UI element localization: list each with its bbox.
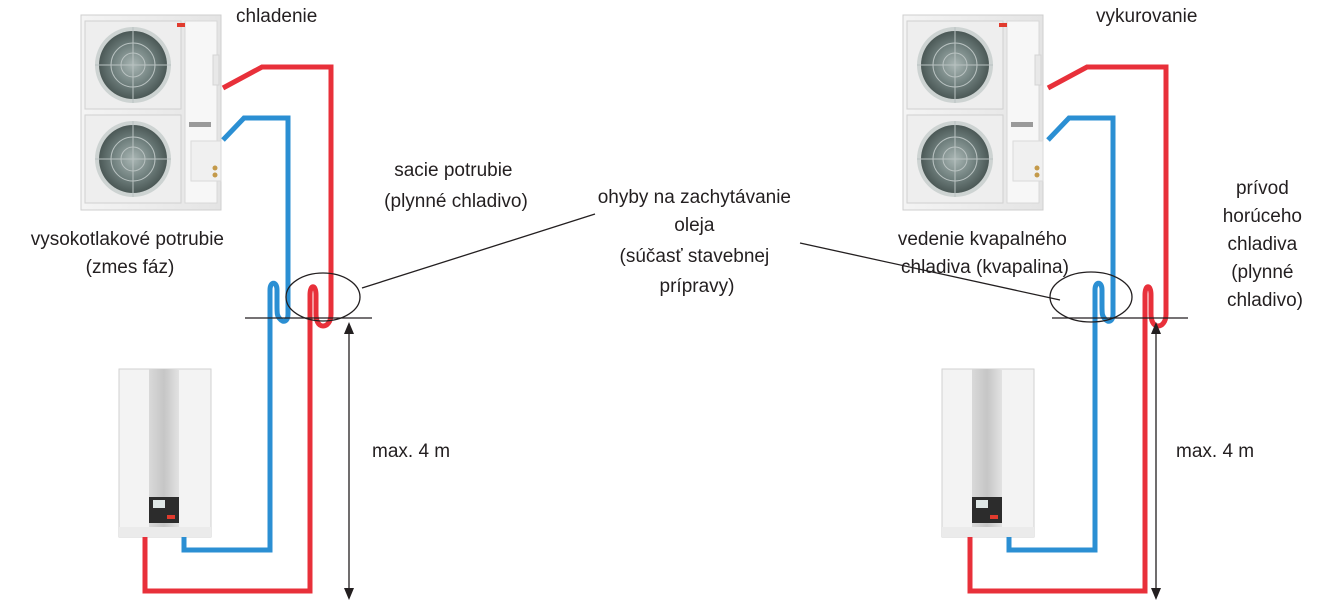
max-height-label-cooling: max. 4 m bbox=[372, 441, 450, 462]
mode-label-cooling: chladenie bbox=[236, 6, 317, 27]
leader-line-left bbox=[361, 213, 596, 289]
leader-line-right bbox=[799, 242, 1061, 301]
hot-gas-line-label: prívod horúceho chladiva (plynné chladiv… bbox=[1223, 178, 1308, 311]
heating-assembly: vykurovanie vedenie kvapalného chladiva … bbox=[898, 6, 1308, 600]
indoor-unit-cooling bbox=[118, 368, 212, 538]
cold-pipe-cooling bbox=[181, 115, 291, 553]
outdoor-unit-heating bbox=[902, 14, 1044, 211]
oil-trap-circle-heating bbox=[1049, 271, 1133, 323]
cooling-assembly: chladenie sacie potrubie (plynné chladiv… bbox=[31, 6, 528, 600]
max-height-label-heating: max. 4 m bbox=[1176, 441, 1254, 462]
height-arrow-cooling bbox=[344, 322, 354, 600]
indoor-unit-heating bbox=[941, 368, 1035, 538]
oil-trap-callout: ohyby na zachytávanie oleja (súčasť stav… bbox=[361, 187, 1061, 301]
suction-line-label: sacie potrubie (plynné chladivo) bbox=[384, 160, 528, 212]
height-arrow-heating bbox=[1151, 322, 1161, 600]
liquid-line-label: vedenie kvapalného chladiva (kvapalina) bbox=[898, 229, 1072, 278]
outdoor-unit-cooling bbox=[80, 14, 222, 211]
mode-label-heating: vykurovanie bbox=[1096, 6, 1197, 27]
hot-pipe-heating bbox=[967, 64, 1169, 594]
high-pressure-line-label: vysokotlakové potrubie (zmes fáz) bbox=[31, 229, 230, 278]
oil-trap-label: ohyby na zachytávanie oleja (súčasť stav… bbox=[598, 187, 797, 297]
oil-trap-circle-cooling bbox=[285, 272, 361, 322]
